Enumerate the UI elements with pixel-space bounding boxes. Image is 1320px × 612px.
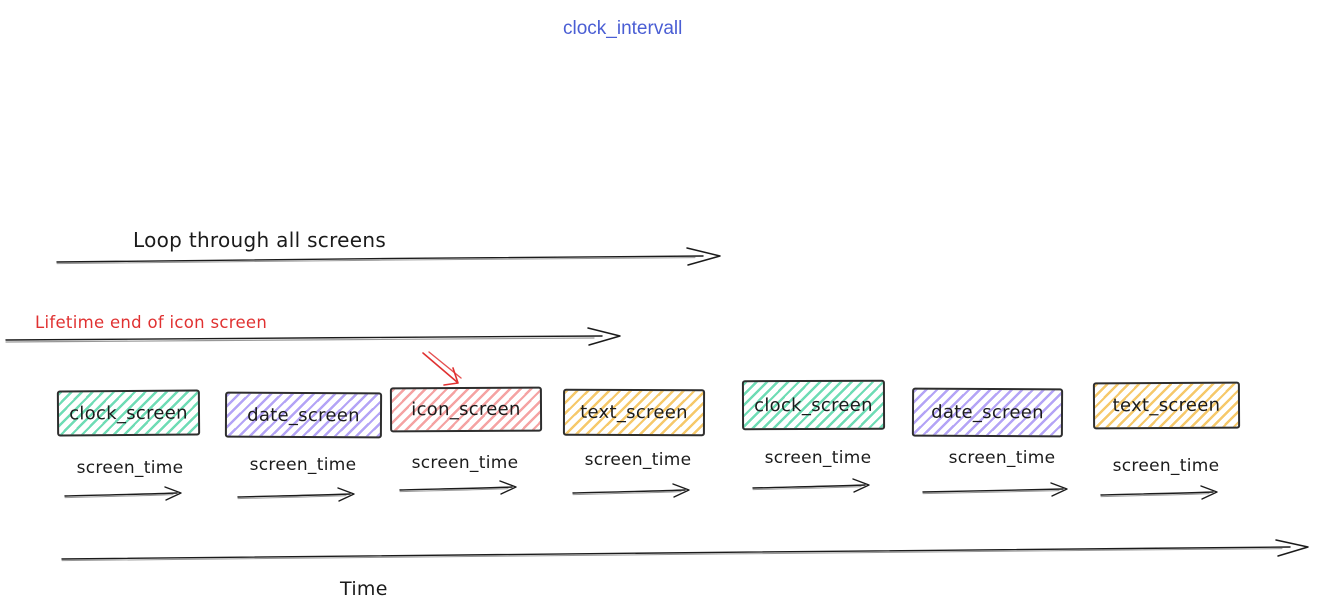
screen-box-label: text_screen [580,401,688,424]
screen-time-label: screen_time [76,458,184,478]
time-axis-label: Time [340,578,388,600]
screen-time-group: screen_time [748,448,888,494]
screen-box-label: date_screen [931,401,1044,424]
loop-arrow-icon [56,247,721,266]
screen-box-label: icon_screen [411,398,521,421]
screen-box-label: text_screen [1112,394,1221,417]
screen-box-label: clock_screen [69,402,188,424]
lifetime-arrow-icon [5,327,621,346]
screen-box-date-2: date_screen [911,387,1064,438]
screen-box-icon: icon_screen [389,386,543,433]
screen-time-label: screen_time [764,448,872,468]
screen-time-label: screen_time [948,448,1056,468]
loop-arrow-label: Loop through all screens [133,228,387,252]
screen-time-arrow-icon [572,483,690,498]
screen-time-arrow-icon [237,487,355,502]
screen-time-group: screen_time [1096,456,1236,501]
screen-time-arrow-icon [64,486,182,501]
screen-time-label: screen_time [1112,456,1220,476]
screen-time-label: screen_time [584,450,692,470]
screen-time-arrow-icon [922,482,1068,497]
screen-box-clock-1: clock_screen [56,389,201,437]
screen-time-group: screen_time [919,448,1085,498]
screen-box-text-2: text_screen [1092,381,1241,430]
time-axis-arrow-icon [61,539,1309,562]
screen-box-text-1: text_screen [562,388,706,437]
screen-time-group: screen_time [60,458,200,502]
icon-screen-pointer-arrow-icon [422,351,462,386]
screen-time-arrow-icon [399,480,517,495]
screen-box-label: clock_screen [754,394,873,416]
lifetime-annotation-label: Lifetime end of icon screen [35,313,268,332]
screen-time-label: screen_time [249,455,357,475]
screen-time-arrow-icon [752,478,870,493]
screen-box-clock-2: clock_screen [741,379,886,431]
screen-time-arrow-icon [1100,485,1218,500]
screen-box-label: date_screen [247,404,360,426]
page-title: clock_intervall [563,18,683,39]
screen-time-group: screen_time [395,453,535,496]
screen-box-date-1: date_screen [224,391,383,439]
screen-time-group: screen_time [568,450,708,499]
screen-time-label: screen_time [411,453,519,473]
screen-time-group: screen_time [233,455,373,503]
